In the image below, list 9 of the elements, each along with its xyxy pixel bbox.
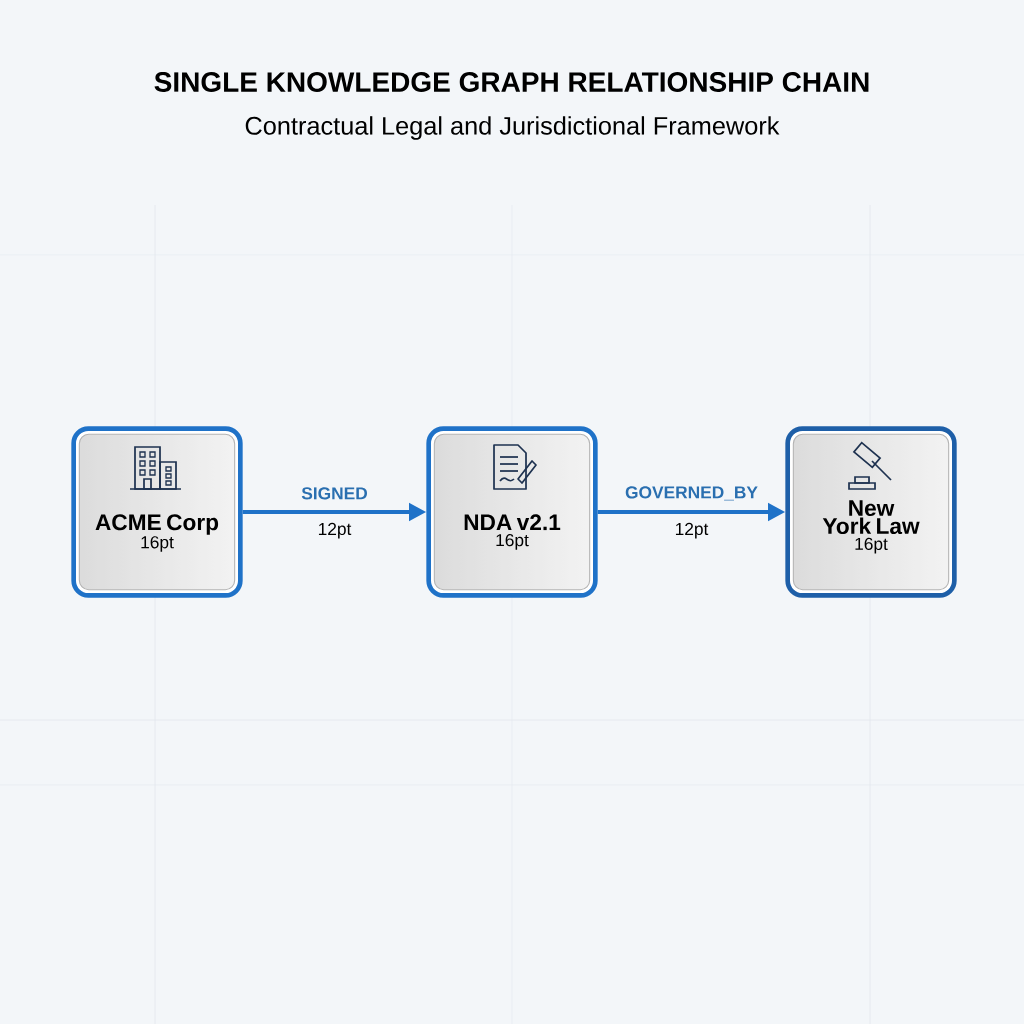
edge-label: GOVERNED_BY <box>625 486 758 501</box>
node-box: ACME Corp 16pt <box>71 426 243 598</box>
edge-label: SIGNED <box>301 487 367 500</box>
edge-weight: 12pt <box>675 522 709 539</box>
title: SINGLE KNOWLEDGE GRAPH RELATIONSHIP CHAIN <box>154 72 869 92</box>
node-box: New York Law 16pt <box>785 426 957 598</box>
edge-weight: 12pt <box>318 522 352 539</box>
subtitle: Contractual Legal and Jurisdictional Framework <box>245 116 780 140</box>
node-box: NDA v2.1 16pt <box>426 426 598 598</box>
